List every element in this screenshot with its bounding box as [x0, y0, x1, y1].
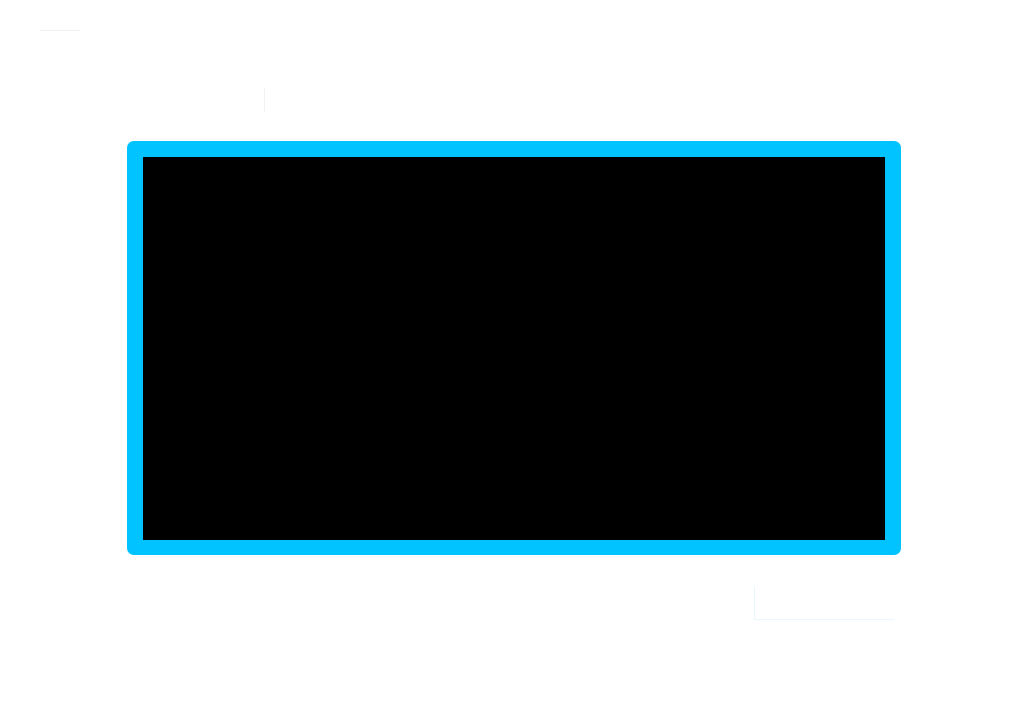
- faint-line-top: [264, 88, 265, 112]
- faint-line-bottom-horizontal: [754, 619, 894, 620]
- display-frame: [127, 141, 901, 555]
- faint-line-top-left: [40, 30, 80, 31]
- faint-line-bottom-vertical: [754, 586, 755, 620]
- black-screen: [143, 157, 885, 540]
